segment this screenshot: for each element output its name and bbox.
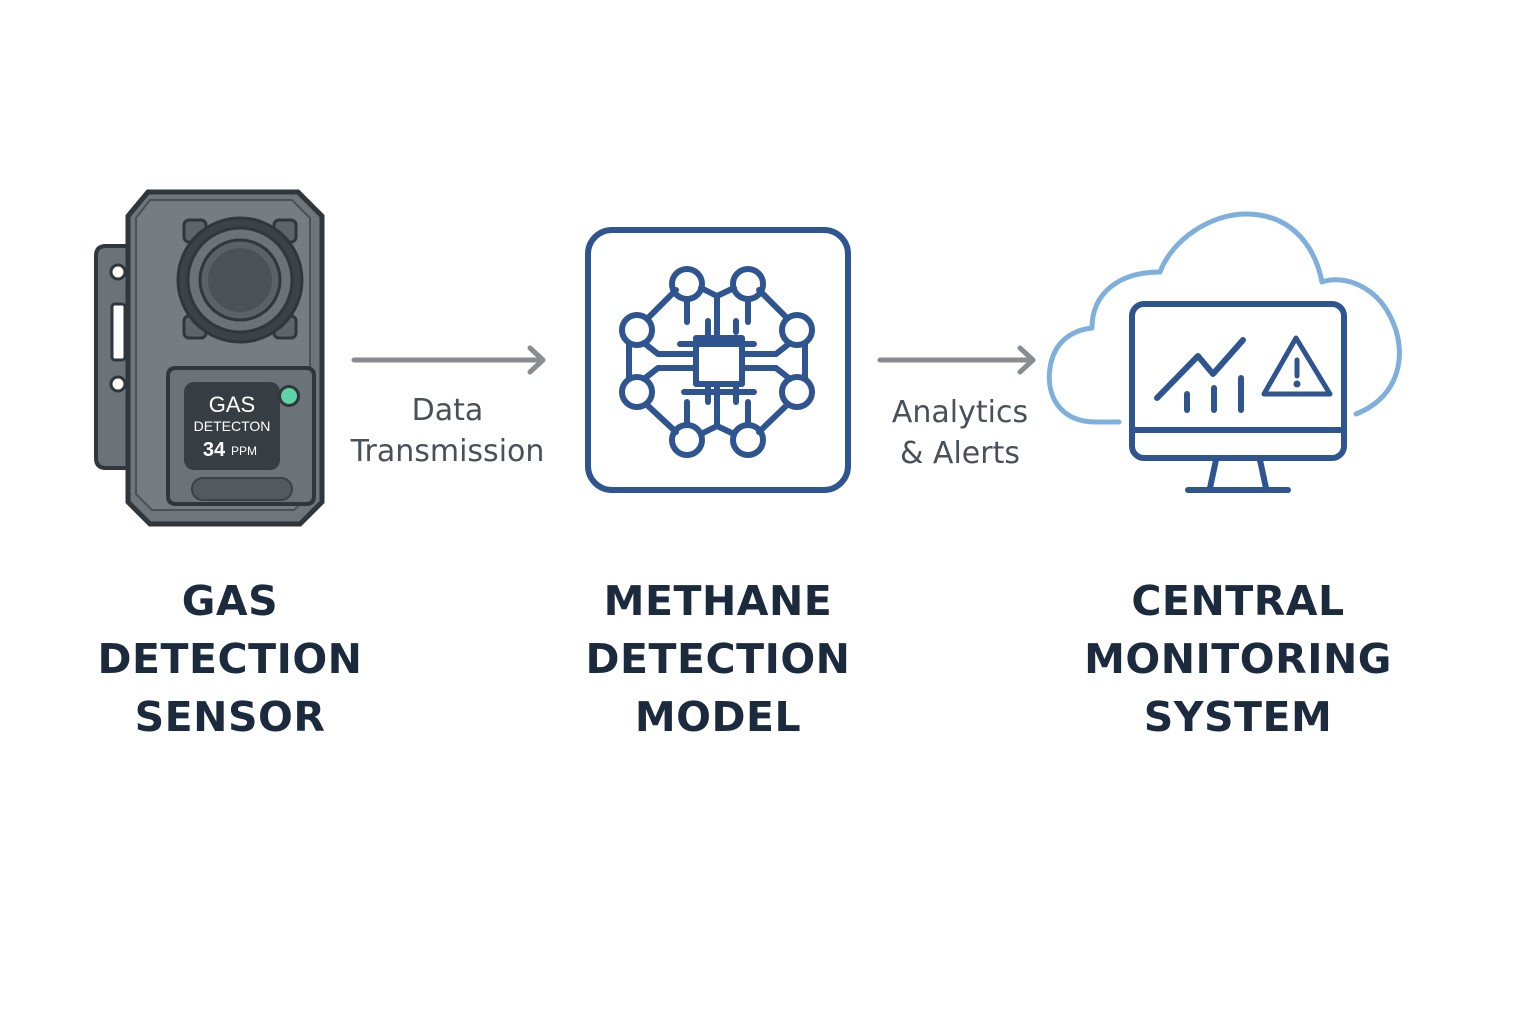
stage-title-sensor: GAS DETECTION SENSOR (60, 572, 400, 746)
cloud-icon (1046, 211, 1402, 425)
title-line: METHANE (603, 577, 833, 625)
device-reading-unit: PPM (231, 444, 257, 458)
title-line: SYSTEM (1143, 693, 1333, 741)
title-line: DETECTION (97, 635, 363, 683)
device-screen-line2: DETECTON (194, 418, 271, 434)
arrow-right-icon (351, 345, 546, 375)
warning-icon (1261, 335, 1333, 397)
title-line: GAS (181, 577, 279, 625)
stage-title-model: METHANE DETECTION MODEL (548, 572, 888, 746)
label-line: Data (411, 393, 484, 428)
device-reading-value: 34 (203, 439, 226, 461)
device-screen (184, 382, 280, 470)
stage-title-monitoring: CENTRAL MONITORING SYSTEM (1068, 572, 1408, 746)
title-line: SENSOR (134, 693, 326, 741)
title-line: MODEL (634, 693, 802, 741)
device-screen-line1: GAS (209, 392, 255, 417)
model-frame (585, 227, 851, 493)
connector-label-data-transmission: Data Transmission (330, 390, 565, 472)
label-line: & Alerts (900, 436, 1020, 471)
speaker-grille (191, 477, 293, 501)
trend-chart-icon (1154, 337, 1246, 401)
title-line: MONITORING (1084, 635, 1392, 683)
title-line: CENTRAL (1131, 577, 1345, 625)
label-line: Transmission (350, 434, 545, 469)
sensor-grille (176, 216, 304, 344)
neural-chip-icon (585, 227, 851, 493)
label-line: Analytics (891, 395, 1029, 430)
connector-label-analytics-alerts: Analytics & Alerts (870, 392, 1050, 474)
gas-detector-device-icon: GAS DETECTON 34 PPM (94, 189, 325, 527)
title-line: DETECTION (585, 635, 851, 683)
arrow-right-icon (877, 345, 1036, 375)
cloud-monitor-alert-icon (1046, 211, 1402, 493)
